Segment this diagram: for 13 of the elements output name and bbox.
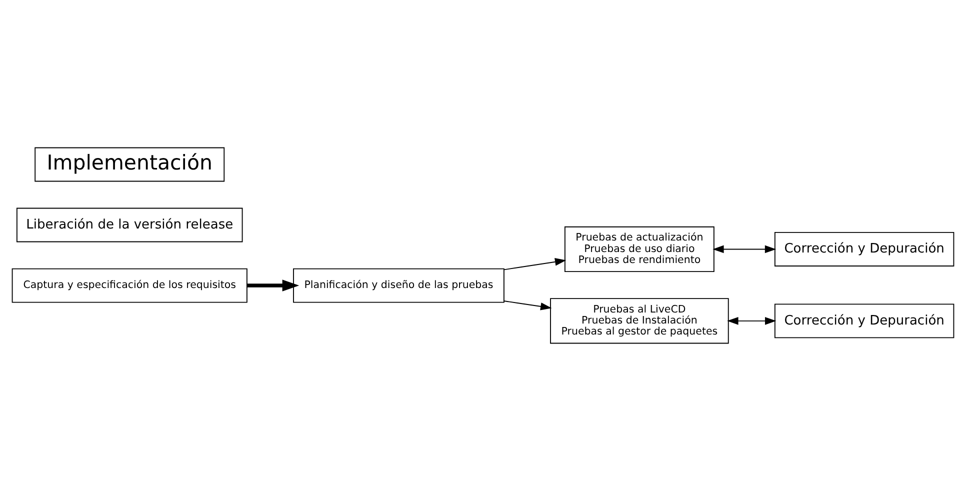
arrow	[727, 317, 776, 325]
node-box: Corrección y Depuración	[774, 232, 954, 266]
node-box: Pruebas al LiveCD Pruebas de Instalación Pruebas al gestor de paquetes	[550, 298, 729, 344]
arrow	[712, 245, 776, 254]
node-box: Implementación	[34, 147, 225, 182]
arrow	[504, 258, 566, 270]
arrow	[247, 280, 300, 292]
node-box: Liberación de la versión release	[16, 208, 243, 242]
node-box: Pruebas de actualización Pruebas de uso diario Pruebas de rendimiento	[564, 226, 714, 272]
node-box: Captura y especificación de los requisitos	[12, 268, 248, 303]
arrow	[504, 300, 552, 310]
node-box: Planificación y diseño de las pruebas	[293, 268, 504, 303]
node-box: Corrección y Depuración	[774, 304, 954, 338]
